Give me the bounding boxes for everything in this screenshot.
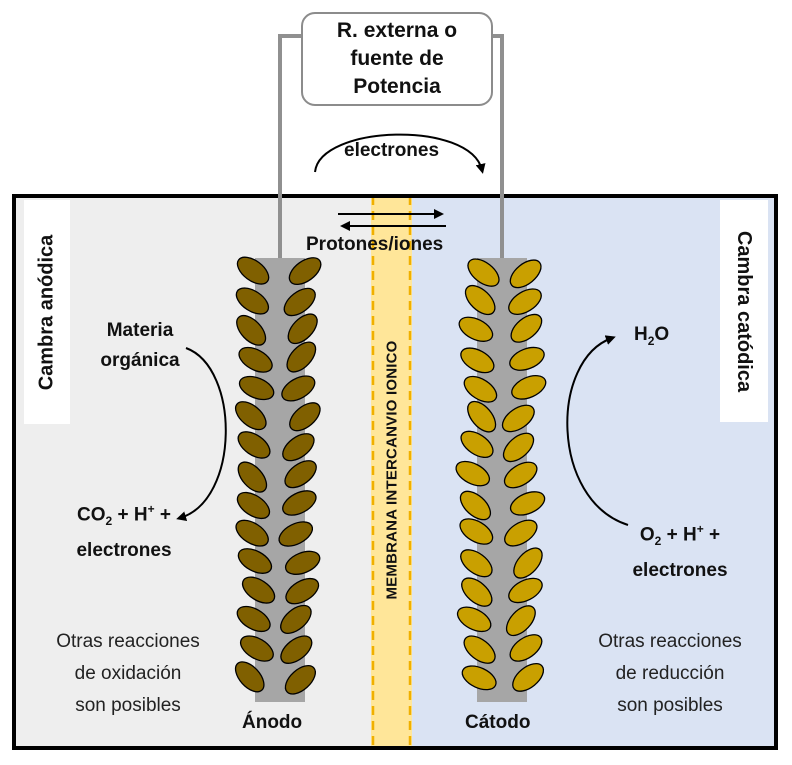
electrode-particle (508, 288, 542, 316)
electrode-particle (501, 404, 535, 433)
electrode-particle (503, 461, 538, 489)
electrode-particle (239, 635, 274, 662)
electrode-particle (508, 577, 543, 604)
anode-note: Otras reacciones de oxidación son posibl… (56, 631, 200, 716)
wire-anode (278, 34, 303, 258)
electrode-particle (505, 605, 536, 637)
electrode-particle (282, 490, 317, 516)
electrode-particle (461, 665, 497, 691)
electrode-particle (455, 460, 491, 487)
protons-label: Protones/iones (306, 234, 444, 255)
power-source-line1: R. externa o (336, 19, 458, 42)
electrode-particle (463, 375, 498, 403)
electrode-particle (287, 313, 318, 345)
electrode-particle (513, 547, 543, 579)
electrode-particle (509, 259, 542, 289)
electrode-particle (237, 431, 271, 459)
anode-input-line1: Materia (106, 320, 174, 341)
power-source-line2: fuente de (350, 47, 444, 70)
anode-output-label: CO2 + H+ + electrones (48, 494, 200, 566)
electron-flow-arrow (314, 133, 486, 174)
electrode-particle (234, 401, 267, 431)
membrane (371, 196, 412, 748)
electrode-particle (237, 548, 273, 574)
electrode-particle (464, 284, 496, 316)
electrode-particle (460, 430, 494, 459)
membrane-label: MEMBRANA INTERCANVIO IONICO (383, 340, 401, 600)
cathode-label: Cátodo (465, 712, 531, 733)
anode-reaction-arrow (176, 347, 227, 522)
electrode-particle (461, 577, 493, 607)
electrode-particle (463, 635, 496, 664)
electrode-particle (459, 490, 492, 521)
electrode-particle (459, 518, 494, 545)
anode-chamber-label: Cambra anódica (35, 234, 58, 390)
anode-input-line2: orgánica (100, 350, 180, 371)
electrode-particle (512, 663, 545, 692)
anode-label: Ánodo (242, 712, 303, 733)
power-source-box: R. externa o fuente de Potencia (301, 12, 493, 106)
electrode-particle (288, 257, 322, 286)
electrode-particle (456, 606, 492, 633)
electrode-particle (241, 576, 276, 604)
electrode-particle (236, 491, 271, 520)
electrode-particle (280, 604, 312, 634)
electrode-particle (238, 346, 273, 373)
electrode-particle (509, 346, 545, 371)
electrode-particle (289, 402, 321, 432)
electrode-particle (238, 375, 275, 401)
anode-input-label: Materia orgánica (80, 316, 200, 376)
power-source-line3: Potencia (353, 75, 441, 98)
electrode-particle (286, 341, 317, 373)
cathode-product-label: H2O (634, 324, 670, 348)
electrode-particle (467, 258, 500, 287)
electrode-particle (467, 400, 497, 433)
electrode-particle (284, 550, 321, 575)
electrode-particle (509, 634, 543, 662)
electrode-particle (236, 605, 271, 633)
electrode-particle (281, 375, 316, 402)
cathode-reaction-arrow (566, 335, 629, 526)
cathode-chamber-label-box: Cambra catódica (720, 200, 768, 422)
cathode-input-label: O2 + H+ + electrones (604, 514, 756, 586)
cathode-note: Otras reacciones de reducción son posibl… (598, 631, 742, 716)
electrode-particle (458, 316, 494, 342)
electrode-particle (236, 314, 267, 346)
cell-border (12, 194, 778, 750)
electrode-particle (235, 287, 270, 315)
electrode-particle (235, 519, 269, 547)
anode-chamber-label-box: Cambra anódica (24, 200, 70, 424)
electrode-particle (280, 635, 313, 664)
electrode-particle (284, 460, 317, 489)
electrode-particle (283, 287, 316, 317)
electrode-particle (511, 375, 547, 400)
electrode-particle (234, 661, 265, 693)
anode-output-line2: electrones (76, 540, 172, 562)
electrode-particle (504, 519, 538, 547)
cathode-input-line2: electrones (632, 560, 728, 582)
electrode-particle (285, 577, 320, 605)
electrode-particle (509, 491, 546, 516)
electrons-label: electrones (344, 140, 440, 161)
cathode-chamber-label: Cambra catódica (733, 230, 756, 392)
electrode-particle (502, 432, 535, 463)
electrode-particle (284, 665, 317, 695)
electrode-particle (510, 313, 543, 343)
electrode-particle (278, 521, 314, 547)
electrode-particle (460, 549, 493, 578)
cathode-particles (455, 258, 547, 692)
wire-cathode (491, 34, 504, 258)
electrode-particle (282, 433, 315, 462)
electrode-particle (236, 256, 270, 285)
electrode-particle (460, 347, 495, 374)
electrode-particle (237, 461, 268, 493)
anode-particles (234, 256, 322, 695)
